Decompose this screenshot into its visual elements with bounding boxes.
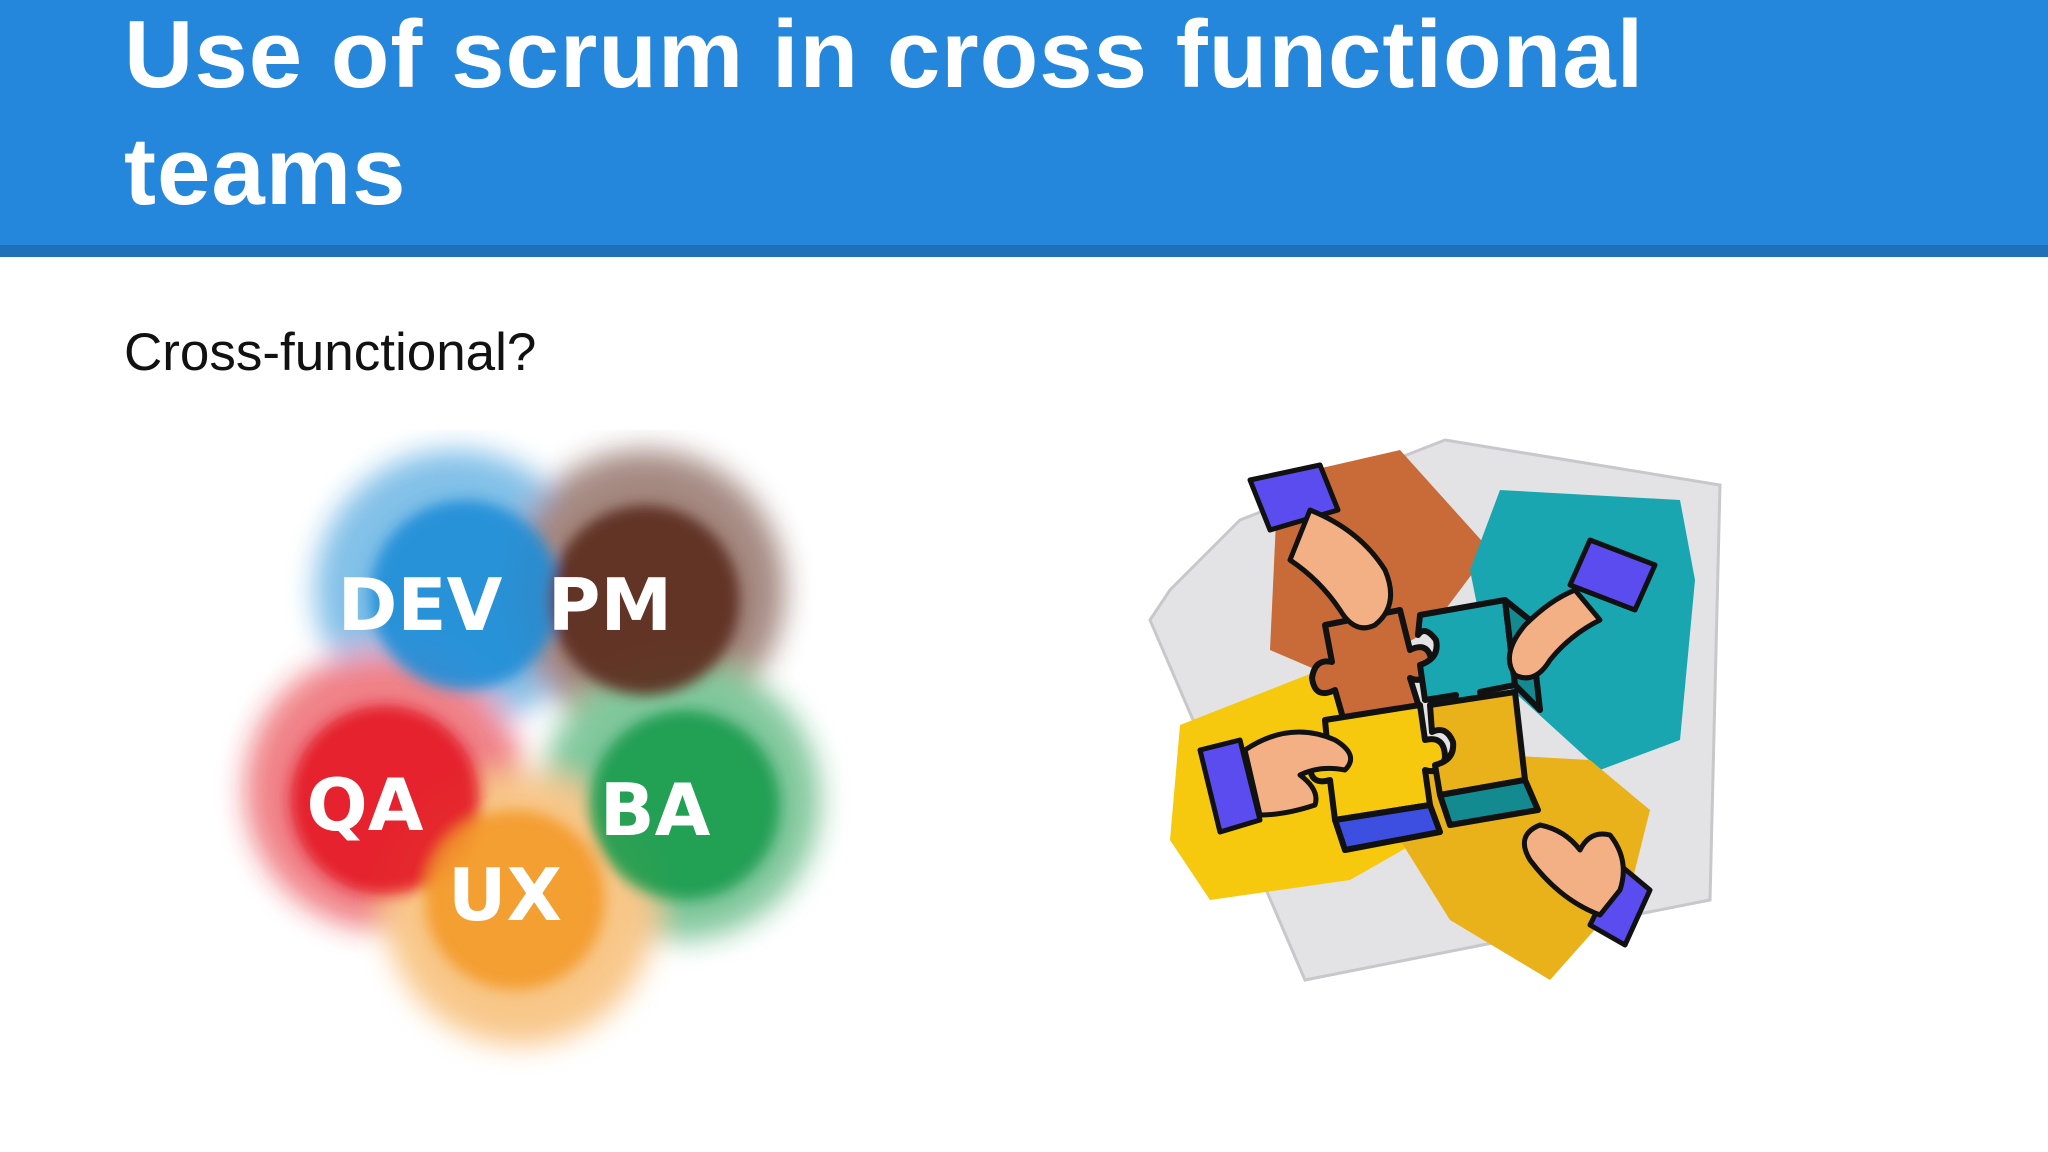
slide-subtitle: Cross-functional? — [124, 323, 537, 382]
pm-circle — [550, 505, 740, 695]
title-bar-rule — [0, 245, 2048, 257]
ux-circle — [425, 810, 605, 990]
ba-label: BA — [600, 768, 711, 852]
hand-top-left — [1287, 507, 1394, 631]
dev-label: DEV — [338, 563, 503, 647]
cuff-top-right — [1567, 537, 1658, 613]
ba-circle — [590, 710, 780, 900]
ux-label: UX — [448, 853, 562, 937]
qa-circle — [290, 705, 480, 895]
puzzle-piece-gold — [1427, 689, 1528, 798]
slide-title: Use of scrum in cross functional teams — [124, 1, 1645, 225]
qa-label: QA — [307, 763, 424, 847]
puzzle-edge-left — [1332, 802, 1443, 853]
hand-top-right — [1506, 587, 1603, 681]
team-roles-graphic: DEV PM QA BA UX — [245, 450, 820, 1045]
puzzle-edge-right — [1437, 777, 1541, 828]
hand-bottom-right — [1521, 822, 1626, 918]
hands-assembling-puzzle-icon — [1148, 438, 1722, 982]
dev-circle — [370, 500, 560, 690]
hand-bottom-left — [1242, 729, 1354, 818]
cuff-bottom-left — [1197, 737, 1263, 835]
pm-label: PM — [548, 563, 672, 647]
title-bar — [0, 0, 2048, 245]
